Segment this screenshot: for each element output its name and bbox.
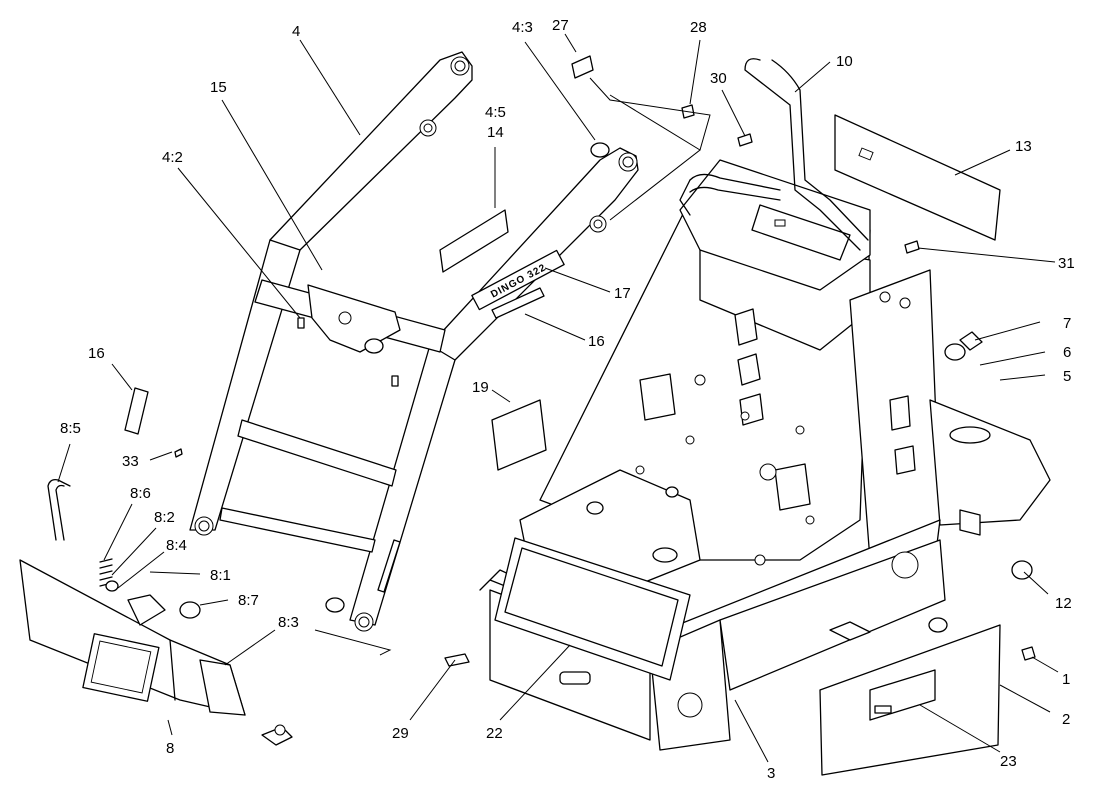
callout-7: 7	[1063, 315, 1071, 332]
decal-16-stripe	[124, 387, 149, 435]
decal-14	[439, 209, 509, 273]
callout-10: 10	[836, 53, 853, 70]
callout-8-3: 8:3	[278, 614, 299, 631]
callout-8-7: 8:7	[238, 592, 259, 609]
callout-13: 13	[1015, 138, 1032, 155]
decal-13	[834, 114, 1001, 241]
callout-6: 6	[1063, 344, 1071, 361]
callout-8-4: 8:4	[166, 537, 187, 554]
callout-15: 15	[210, 79, 227, 96]
part-33	[174, 448, 183, 458]
decal-19	[491, 399, 547, 471]
callout-labels: 4 15 4:2 4:5 14 4:3 27 28 30 10 13 31 17…	[60, 17, 1075, 782]
callout-4-5: 4:5	[485, 104, 506, 121]
callout-22: 22	[486, 725, 503, 742]
callout-1: 1	[1062, 671, 1070, 688]
loader-arm-assembly: DINGO 322	[189, 51, 639, 632]
callout-4-2: 4:2	[162, 149, 183, 166]
callout-16-upper: 16	[588, 333, 605, 350]
callout-29: 29	[392, 725, 409, 742]
callout-8: 8	[166, 740, 174, 757]
callout-8-5: 8:5	[60, 420, 81, 437]
callout-19: 19	[472, 379, 489, 396]
callout-27: 27	[552, 17, 569, 34]
callout-33: 33	[122, 453, 139, 470]
callout-17: 17	[614, 285, 631, 302]
callout-3: 3	[767, 765, 775, 782]
attachment-plate-assembly	[19, 478, 293, 746]
callout-4: 4	[292, 23, 300, 40]
callout-28: 28	[690, 19, 707, 36]
callout-31: 31	[1058, 255, 1075, 272]
callout-16-left: 16	[88, 345, 105, 362]
main-frame-assembly	[479, 159, 1051, 751]
callout-5: 5	[1063, 368, 1071, 385]
leader-lines	[57, 33, 1059, 763]
callout-8-1: 8:1	[210, 567, 231, 584]
callout-4-3: 4:3	[512, 19, 533, 36]
control-handle-10	[679, 58, 869, 251]
callout-23: 23	[1000, 753, 1017, 770]
callout-8-6: 8:6	[130, 485, 151, 502]
callout-30: 30	[710, 70, 727, 87]
callout-14: 14	[487, 124, 504, 141]
callout-2: 2	[1062, 711, 1070, 728]
callout-12: 12	[1055, 595, 1072, 612]
callout-8-2: 8:2	[154, 509, 175, 526]
